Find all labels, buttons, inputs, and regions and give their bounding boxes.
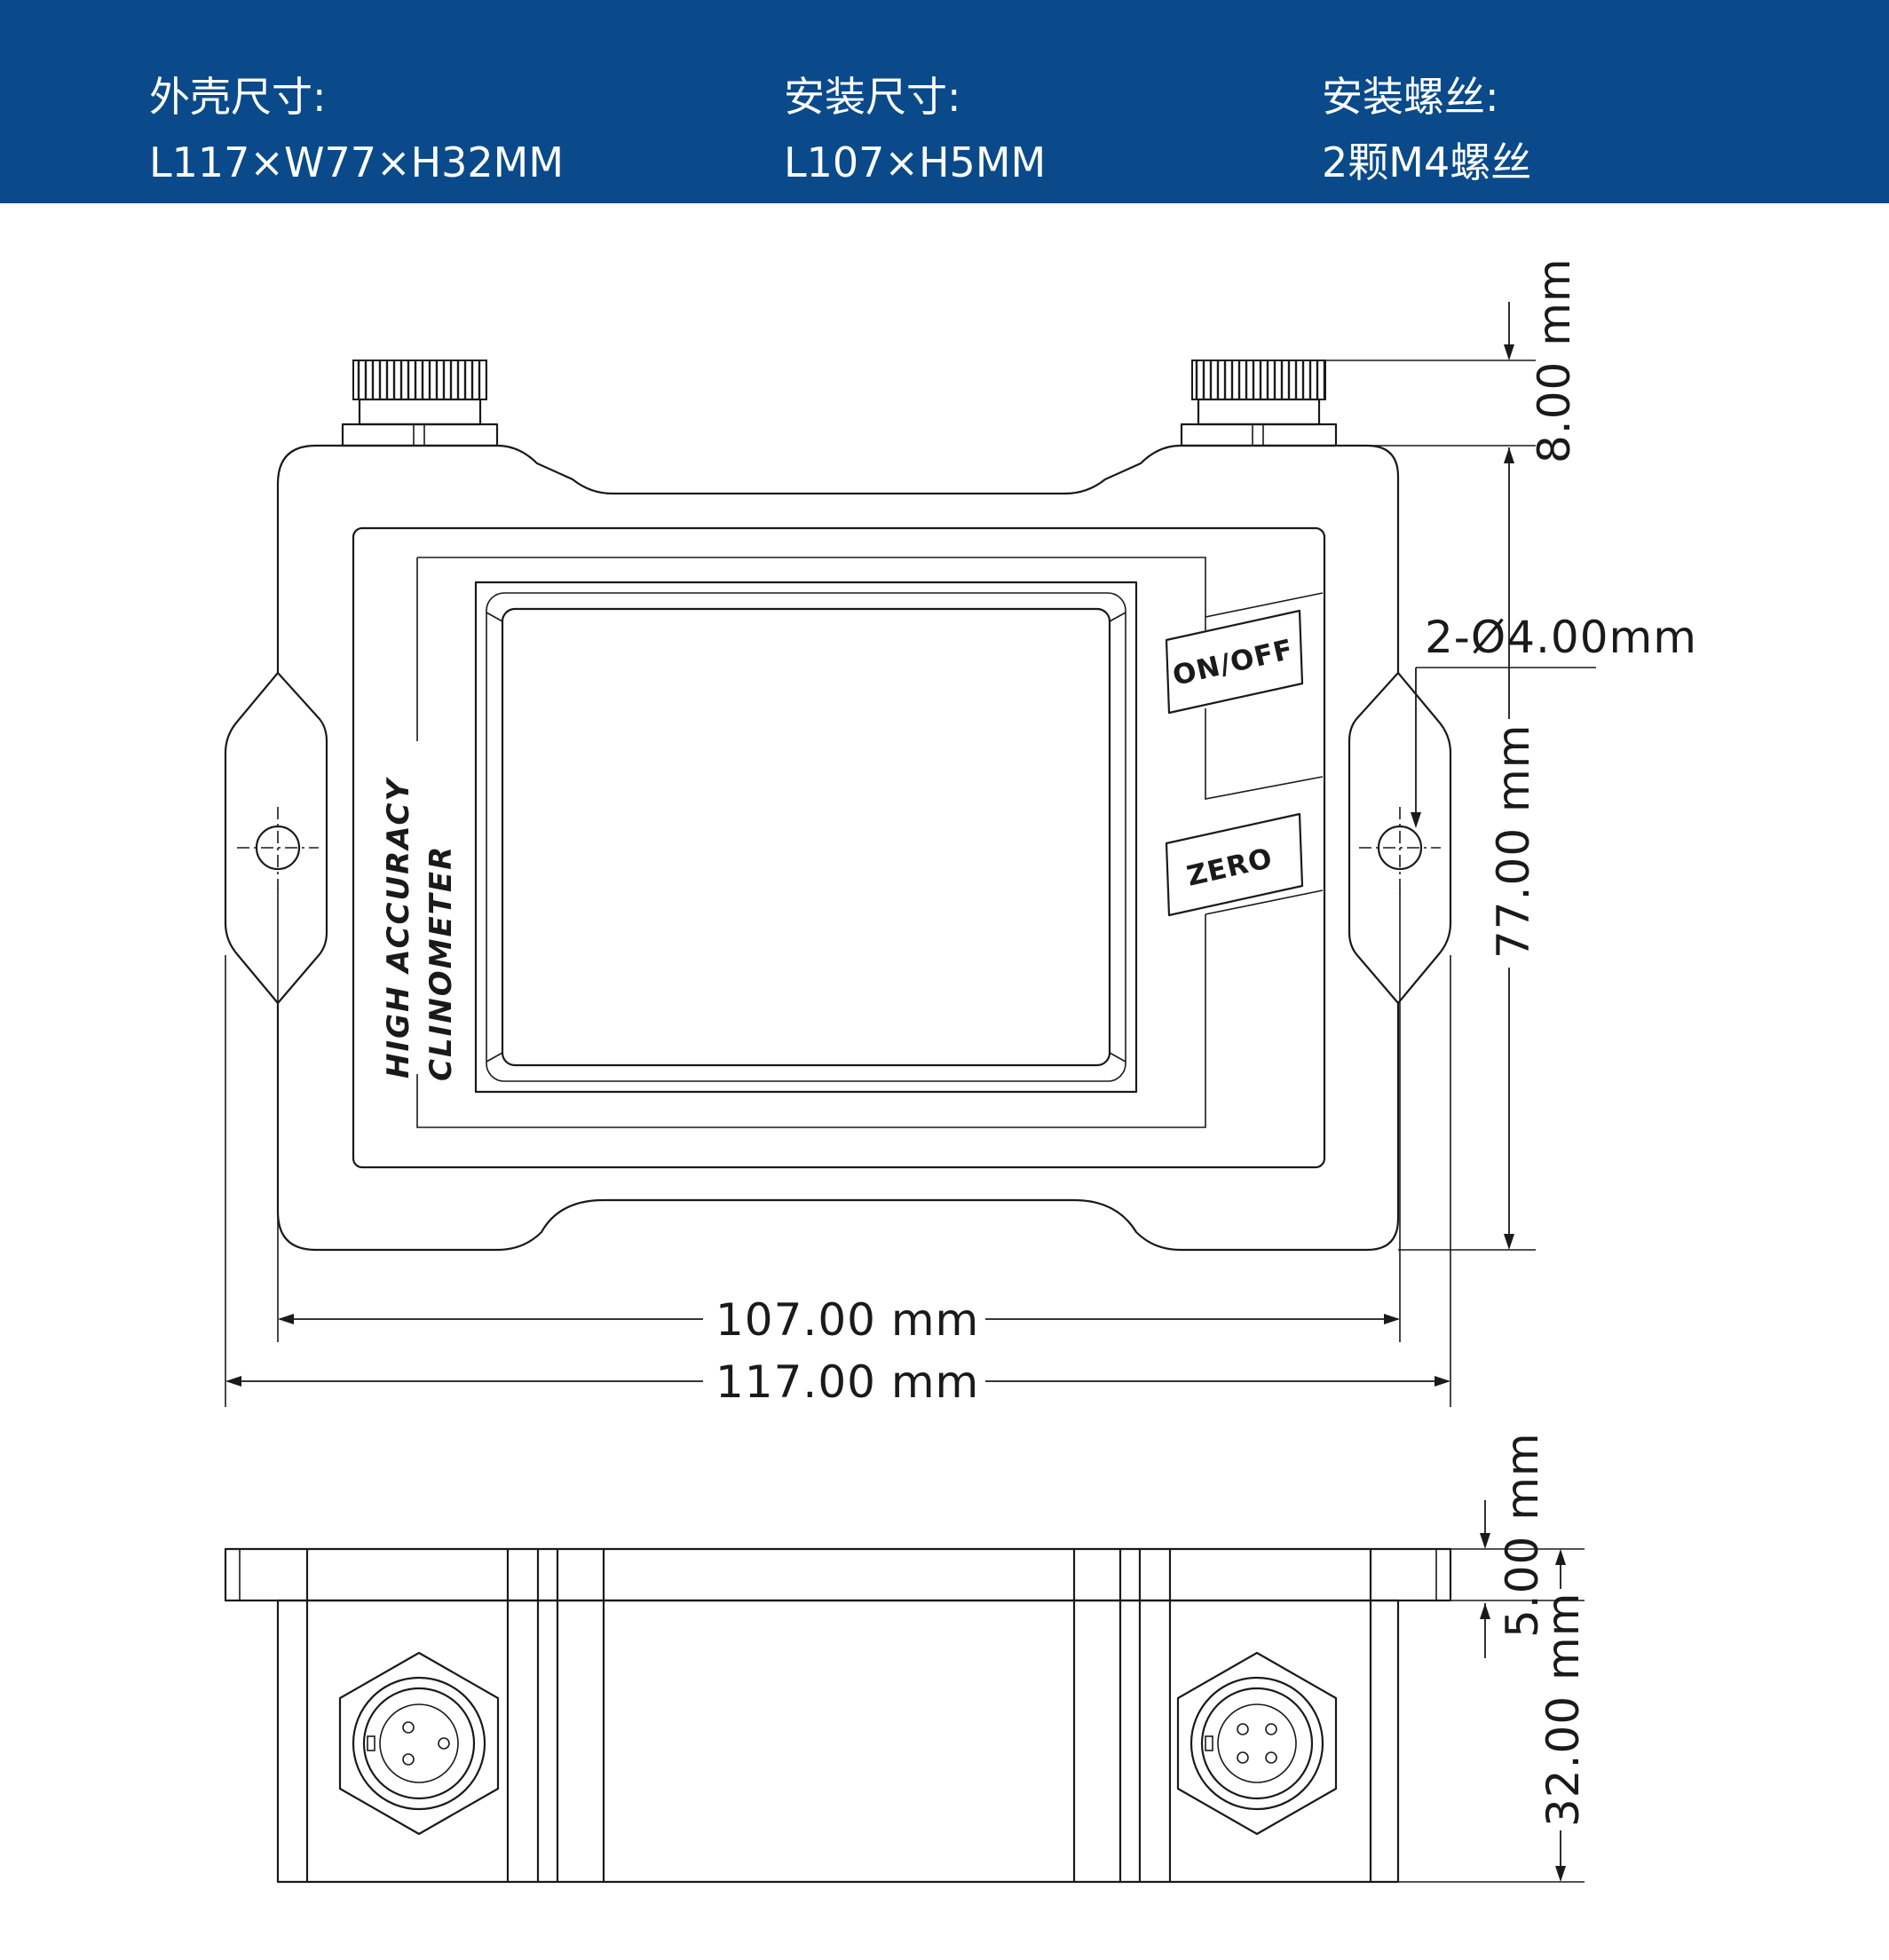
- on-off-button-label: ON/OFF: [1170, 634, 1297, 692]
- spec-install-size: 安装尺寸: L107×H5MM: [784, 64, 1046, 195]
- connector-4pin-icon: [1176, 1651, 1338, 1836]
- side-ribs: [305, 1549, 1372, 1882]
- label-frame: [416, 557, 1324, 1128]
- connector-3pin-icon: [338, 1651, 500, 1836]
- mounting-ear-right: [1397, 672, 1452, 1004]
- spec-value: L117×W77×H32MM: [149, 138, 565, 186]
- dim-length: 117.00 mm: [715, 1356, 979, 1408]
- front-view: HIGH ACCURACY CLINOMETER ON/OFF ZERO: [224, 360, 1452, 1252]
- connector-right-icon: [1180, 360, 1338, 447]
- spec-shell-size: 外壳尺寸: L117×W77×H32MM: [149, 64, 564, 195]
- dim-connector-height: 8.00 mm: [1529, 257, 1580, 463]
- dim-hole-spacing: 107.00 mm: [715, 1294, 979, 1346]
- brand-line-1: HIGH ACCURACY: [381, 777, 416, 1079]
- zero-button-label: ZERO: [1184, 842, 1276, 893]
- display-screen: [474, 581, 1138, 1094]
- spec-value: 2颗M4螺丝: [1322, 138, 1532, 186]
- brand-line-2: CLINOMETER: [423, 845, 459, 1081]
- side-body: [276, 1599, 1400, 1884]
- zero-button[interactable]: ZERO: [1165, 812, 1304, 917]
- mounting-hole-right-icon: [1359, 807, 1441, 889]
- spec-value: L107×H5MM: [784, 138, 1047, 186]
- dim-height: 77.00 mm: [1488, 724, 1539, 959]
- housing-outline: [276, 444, 1400, 1252]
- side-view-dimensions: 5.00 mm 32.00 mm: [1398, 1432, 1589, 1883]
- side-view: [224, 1547, 1452, 1884]
- dim-depth: 32.00 mm: [1537, 1592, 1589, 1827]
- mounting-hole-left-icon: [237, 807, 319, 889]
- spec-label: 安装尺寸:: [784, 73, 961, 121]
- mounting-flange: [224, 1547, 1452, 1602]
- dim-hole-diameter: 2-Ø4.00mm: [1425, 612, 1697, 663]
- front-view-dimensions: 8.00 mm 77.00 mm 2-Ø4.00mm 107.00 mm 117…: [225, 257, 1697, 1408]
- dim-flange-thickness: 5.00 mm: [1497, 1432, 1548, 1638]
- connector-left-icon: [341, 360, 499, 447]
- spec-label: 外壳尺寸:: [149, 73, 327, 121]
- front-panel: [352, 526, 1326, 1169]
- spec-header-bar: 外壳尺寸: L117×W77×H32MM 安装尺寸: L107×H5MM 安装螺…: [0, 0, 1889, 203]
- spec-label: 安装螺丝:: [1322, 73, 1499, 121]
- spec-mounting-screws: 安装螺丝: 2颗M4螺丝: [1322, 64, 1531, 195]
- on-off-button[interactable]: ON/OFF: [1165, 609, 1304, 715]
- mounting-ear-left: [224, 672, 279, 1004]
